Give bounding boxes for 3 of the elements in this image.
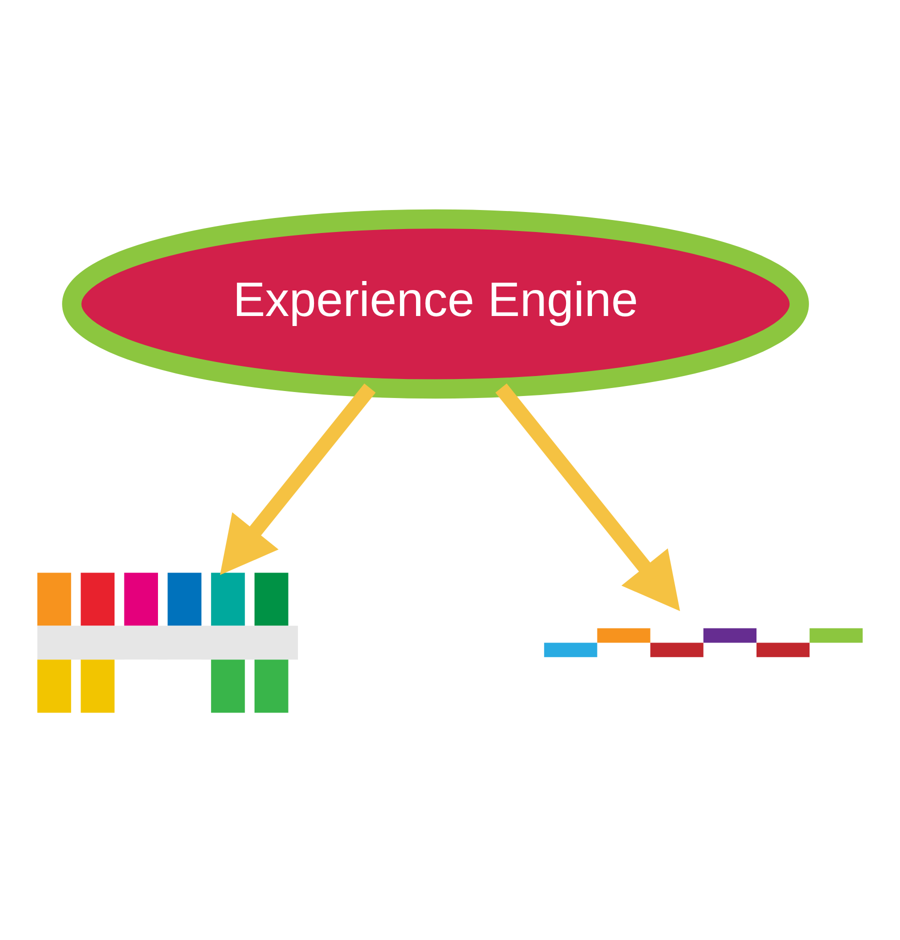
arrow xyxy=(220,383,376,575)
arrow xyxy=(495,383,680,611)
node-ellipse: Experience Engine xyxy=(62,208,809,398)
